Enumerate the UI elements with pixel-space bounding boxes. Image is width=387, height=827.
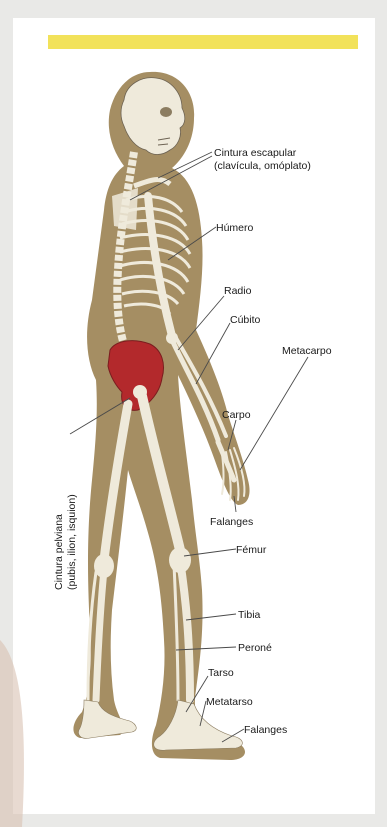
label-cintura-escapular-detail: (clavícula, omóplato): [214, 160, 311, 172]
label-cintura-escapular: Cintura escapular: [214, 147, 297, 159]
label-tibia: Tibia: [238, 609, 261, 621]
label-cintura-pelviana-detail: (pubis, ilion, isquion): [66, 494, 78, 590]
label-tarso: Tarso: [208, 667, 234, 679]
label-falanges-mano: Falanges: [210, 516, 253, 528]
label-cintura-pelviana: Cintura pelviana: [53, 514, 65, 590]
label-cubito: Cúbito: [230, 314, 261, 326]
label-metacarpo: Metacarpo: [282, 345, 332, 357]
header-banner: [48, 35, 358, 49]
label-metatarso: Metatarso: [206, 696, 253, 708]
elbow-joint: [166, 332, 178, 344]
knee-back: [94, 554, 114, 578]
label-falanges-pie: Falanges: [244, 724, 287, 736]
label-humero: Húmero: [216, 222, 254, 234]
label-perone: Peroné: [238, 642, 272, 654]
label-radio: Radio: [224, 285, 252, 297]
label-carpo: Carpo: [222, 409, 251, 421]
label-femur: Fémur: [236, 544, 267, 556]
knee-front: [169, 547, 191, 573]
